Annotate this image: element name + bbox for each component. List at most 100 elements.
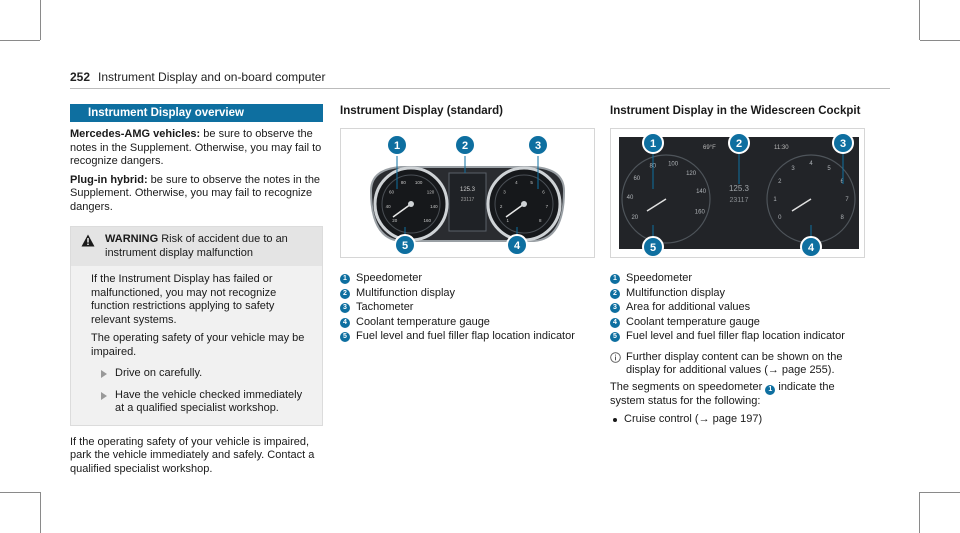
legend-text: Fuel level and fuel filler flap location… (356, 330, 575, 342)
warning-header: WARNING Risk of accident due to an instr… (71, 227, 322, 266)
crop-mark (919, 0, 920, 40)
gauge-tick-label: 2 (778, 179, 782, 185)
marker-1: 1 (386, 134, 408, 156)
gauge-tick-label: 0 (778, 215, 782, 221)
column-overview: Instrument Display overview Mercedes-AMG… (70, 104, 323, 476)
warning-step-1: Drive on carefully. (91, 367, 312, 381)
svg-text:3: 3 (840, 138, 846, 150)
marker-5: 5 (394, 234, 416, 256)
after-warning-text: If the operating safety of your vehicle … (70, 435, 315, 475)
gauge-tick-label: 100 (415, 180, 423, 185)
gauge-tick-label: 100 (668, 162, 679, 168)
svg-text:5: 5 (402, 240, 408, 252)
gauge-tick-label: 140 (430, 204, 438, 209)
legend-text: Coolant temperature gauge (356, 315, 490, 328)
gauge-tick-label: 7 (546, 204, 549, 209)
gauge-tick-label: 8 (539, 218, 542, 223)
wide-marker-2: 2 (728, 132, 750, 154)
header-divider (70, 88, 890, 89)
page-header-title: Instrument Display and on-board computer (98, 70, 326, 84)
legend-number: 4 (340, 317, 350, 328)
gauge-tick-label: 6 (542, 189, 545, 194)
marker-2: 2 (454, 134, 476, 156)
gauge-tick-label: 60 (633, 176, 640, 182)
legend-text: Fuel level and fuel filler flap location… (626, 330, 845, 342)
warning-body-1: If the Instrument Display has failed or … (91, 273, 277, 326)
svg-text:1: 1 (394, 140, 400, 152)
section-title: Instrument Display overview (70, 104, 323, 122)
warning-box: WARNING Risk of accident due to an instr… (70, 226, 323, 426)
wide-center-line-2: 23117 (730, 197, 749, 204)
hybrid-text: be sure to observe the notes in the Supp… (70, 173, 321, 213)
gauge-tick-label: 120 (686, 171, 697, 177)
info-icon (610, 351, 621, 363)
gauge-tick-label: 5 (827, 166, 831, 172)
page-number: 252 (70, 70, 91, 84)
legend-number: 4 (610, 317, 620, 328)
warning-step-2: Have the vehicle checked immediately at … (91, 389, 312, 416)
gauge-tick-label: 4 (809, 161, 813, 167)
gauge-tick-label: 4 (515, 180, 518, 185)
legend-text: Area for additional values (626, 301, 751, 313)
gauge-tick-label: 3 (503, 189, 506, 194)
warning-heading: Risk of accident due to an instrument di… (105, 233, 288, 259)
crop-mark (0, 492, 40, 493)
legend-number: 1 (610, 274, 620, 284)
wide-marker-1: 1 (642, 132, 664, 154)
amg-label: Mercedes-AMG vehicles: (70, 128, 201, 140)
crop-mark (40, 492, 41, 533)
widescreen-title: Instrument Display in the Widescreen Coc… (610, 105, 861, 117)
legend-number: 2 (340, 288, 350, 299)
crop-mark (0, 40, 40, 41)
gauge-tick-label: 2 (500, 204, 503, 209)
marker-4: 4 (506, 234, 528, 256)
warning-label: WARNING (105, 233, 159, 245)
gauge-tick-label: 60 (389, 189, 395, 194)
gauge-tick-label: 160 (695, 209, 706, 215)
cruise-control-link[interactable]: Cruise control (→ page 197) (610, 413, 868, 427)
legend-text: Tachometer (356, 301, 414, 313)
legend-text: Multifunction display (356, 286, 456, 299)
gauge-tick-label: 5 (530, 180, 533, 185)
svg-text:4: 4 (808, 242, 815, 254)
segments-post: indicate the system status for the follo… (610, 380, 835, 407)
svg-text:4: 4 (514, 240, 521, 252)
wide-marker-4: 4 (800, 236, 822, 258)
inline-marker-1: 1 (765, 384, 776, 395)
crop-mark (920, 40, 960, 41)
gauge-tick-label: 3 (791, 166, 795, 172)
segments-text: The segments on speedometer 1 indicate t… (610, 381, 868, 409)
gauge-tick-label: 8 (841, 215, 845, 221)
wide-marker-5: 5 (642, 236, 664, 258)
info-note: Further display content can be shown on … (610, 351, 868, 378)
gauge-tick-label: 7 (845, 197, 849, 203)
legend-text: Speedometer (356, 272, 423, 284)
amg-text: be sure to observe the notes in the Supp… (70, 128, 322, 167)
legend-number: 1 (340, 274, 350, 284)
center-line-1: 125.3 (460, 187, 476, 193)
crop-mark (920, 492, 960, 493)
temperature-readout: 69°F (703, 145, 716, 151)
gauge-tick-label: 20 (392, 218, 398, 223)
gauge-tick-label: 160 (424, 218, 432, 223)
legend-text: Multifunction display (626, 286, 726, 299)
svg-text:1: 1 (650, 138, 656, 150)
crop-mark (40, 0, 41, 40)
warning-body-2: The operating safety of your vehicle may… (91, 332, 305, 358)
warning-body: If the Instrument Display has failed or … (71, 266, 322, 425)
crop-mark (919, 492, 920, 533)
wide-center-line-1: 125.3 (729, 184, 750, 193)
